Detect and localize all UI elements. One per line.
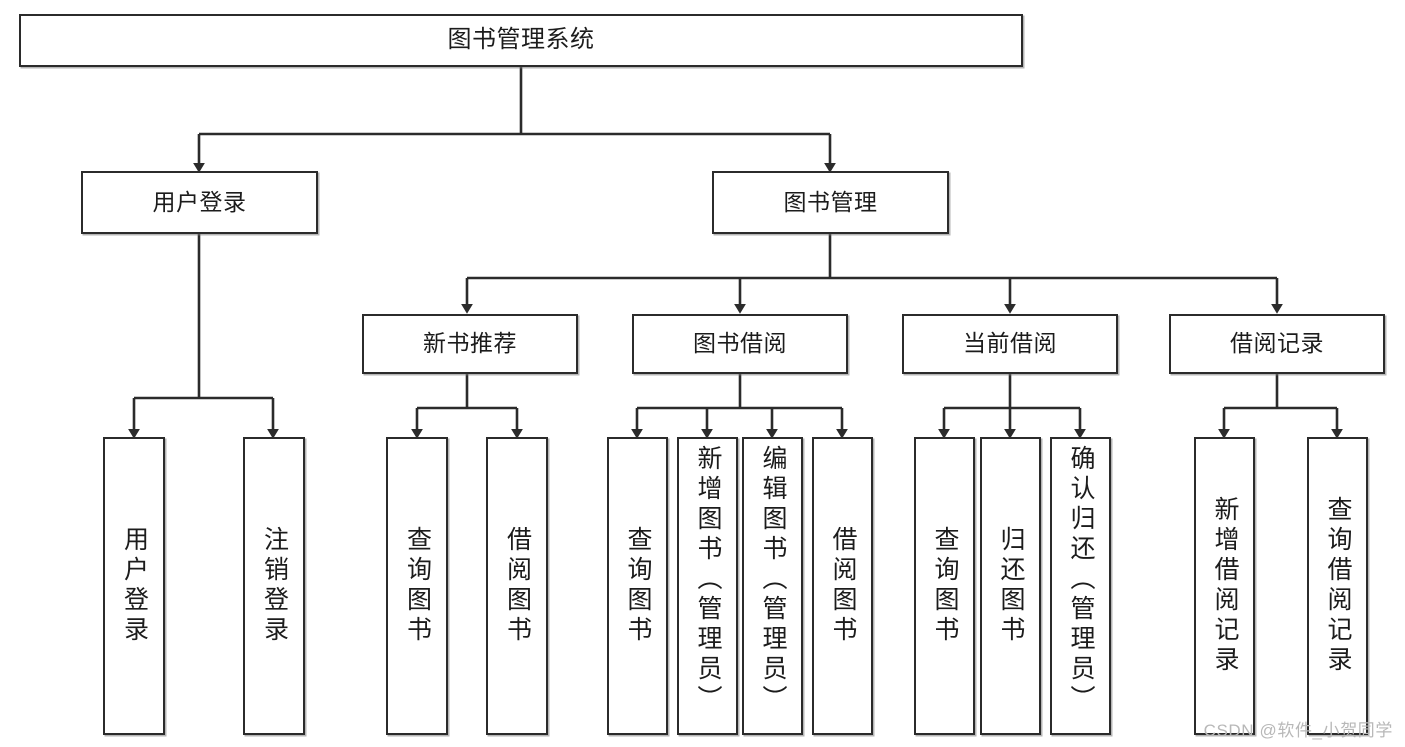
node-leaf-add-book-label: 新增图书（管理员）: [694, 445, 722, 715]
node-book-manage-label: 图书管理: [783, 188, 878, 215]
node-leaf-query-record-label: 查询借阅记录: [1324, 496, 1352, 676]
node-leaf-confirm-return[interactable]: 确认归还（管理员）: [1050, 437, 1111, 735]
node-book-manage[interactable]: 图书管理: [712, 171, 949, 234]
node-leaf-add-record-label: 新增借阅记录: [1211, 496, 1239, 676]
node-borrow-record-label: 借阅记录: [1230, 330, 1324, 357]
node-leaf-confirm-return-label: 确认归还（管理员）: [1067, 445, 1095, 715]
node-current-borrow[interactable]: 当前借阅: [902, 314, 1118, 374]
node-leaf-user-login-label: 用户登录: [120, 526, 149, 646]
node-leaf-borrow-book-2-label: 借阅图书: [829, 526, 857, 646]
node-leaf-return-book[interactable]: 归还图书: [980, 437, 1041, 735]
node-leaf-user-login[interactable]: 用户登录: [103, 437, 165, 735]
node-leaf-return-book-label: 归还图书: [997, 526, 1025, 646]
node-user-login[interactable]: 用户登录: [81, 171, 318, 234]
node-borrow-record[interactable]: 借阅记录: [1169, 314, 1385, 374]
node-root-label: 图书管理系统: [447, 26, 595, 54]
node-new-book-recommend-label: 新书推荐: [423, 330, 517, 357]
node-leaf-query-book-2-label: 查询图书: [624, 526, 652, 646]
node-leaf-query-book-3[interactable]: 查询图书: [914, 437, 975, 735]
node-new-book-recommend[interactable]: 新书推荐: [362, 314, 578, 374]
node-leaf-borrow-book-1-label: 借阅图书: [503, 526, 532, 646]
node-leaf-query-book-1-label: 查询图书: [403, 526, 432, 646]
node-leaf-query-record[interactable]: 查询借阅记录: [1307, 437, 1368, 735]
node-leaf-add-record[interactable]: 新增借阅记录: [1194, 437, 1255, 735]
node-leaf-edit-book[interactable]: 编辑图书（管理员）: [742, 437, 803, 735]
node-leaf-query-book-2[interactable]: 查询图书: [607, 437, 668, 735]
node-leaf-query-book-3-label: 查询图书: [931, 526, 959, 646]
node-current-borrow-label: 当前借阅: [963, 330, 1057, 357]
node-leaf-add-book[interactable]: 新增图书（管理员）: [677, 437, 738, 735]
node-leaf-borrow-book-2[interactable]: 借阅图书: [812, 437, 873, 735]
node-leaf-user-logout-label: 注销登录: [260, 526, 289, 646]
node-root[interactable]: 图书管理系统: [19, 14, 1023, 67]
node-leaf-edit-book-label: 编辑图书（管理员）: [759, 445, 787, 715]
csdn-watermark: CSDN @软件_小贺同学: [1203, 721, 1393, 740]
node-book-borrow-label: 图书借阅: [693, 330, 787, 357]
node-book-borrow[interactable]: 图书借阅: [632, 314, 848, 374]
node-user-login-label: 用户登录: [152, 188, 247, 215]
node-leaf-query-book-1[interactable]: 查询图书: [386, 437, 448, 735]
node-leaf-borrow-book-1[interactable]: 借阅图书: [486, 437, 548, 735]
node-leaf-user-logout[interactable]: 注销登录: [243, 437, 305, 735]
